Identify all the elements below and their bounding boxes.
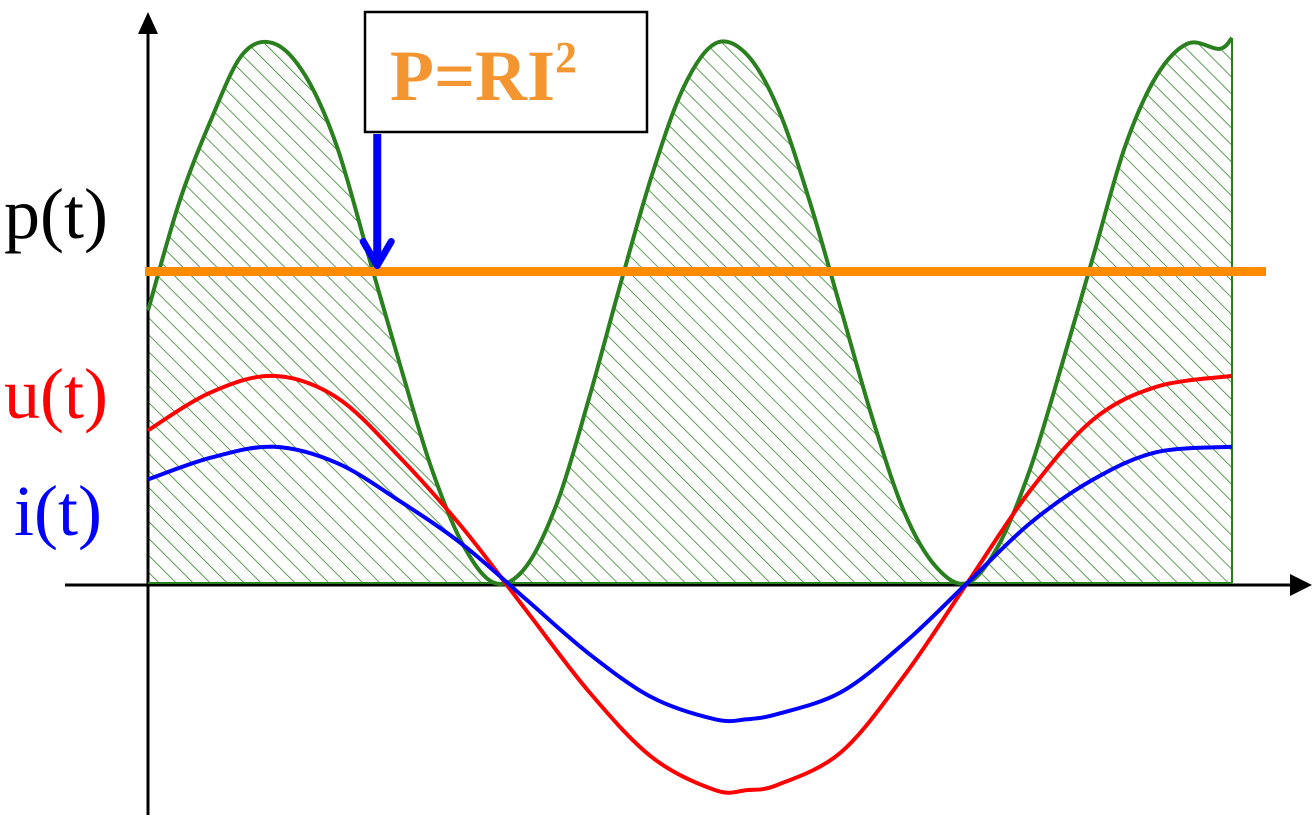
annotation-label: P=RI2	[390, 33, 577, 116]
annotation-text-main: P=RI	[390, 36, 555, 116]
annotation-arrow-head	[359, 238, 395, 269]
annotation-text-sup: 2	[555, 33, 577, 82]
series-line-ut	[146, 373, 1233, 795]
label-u-t: u(t)	[4, 354, 108, 434]
x-axis-arrowhead	[1290, 574, 1312, 596]
series-line-pt	[146, 36, 1234, 586]
series-layer	[146, 36, 1234, 795]
power-area-hatch	[148, 38, 1232, 584]
y-axis-arrowhead	[138, 12, 158, 34]
annotation-box	[363, 10, 649, 134]
label-p-t: p(t)	[4, 174, 108, 254]
series-line-it	[147, 444, 1233, 724]
label-i-t: i(t)	[14, 471, 102, 551]
